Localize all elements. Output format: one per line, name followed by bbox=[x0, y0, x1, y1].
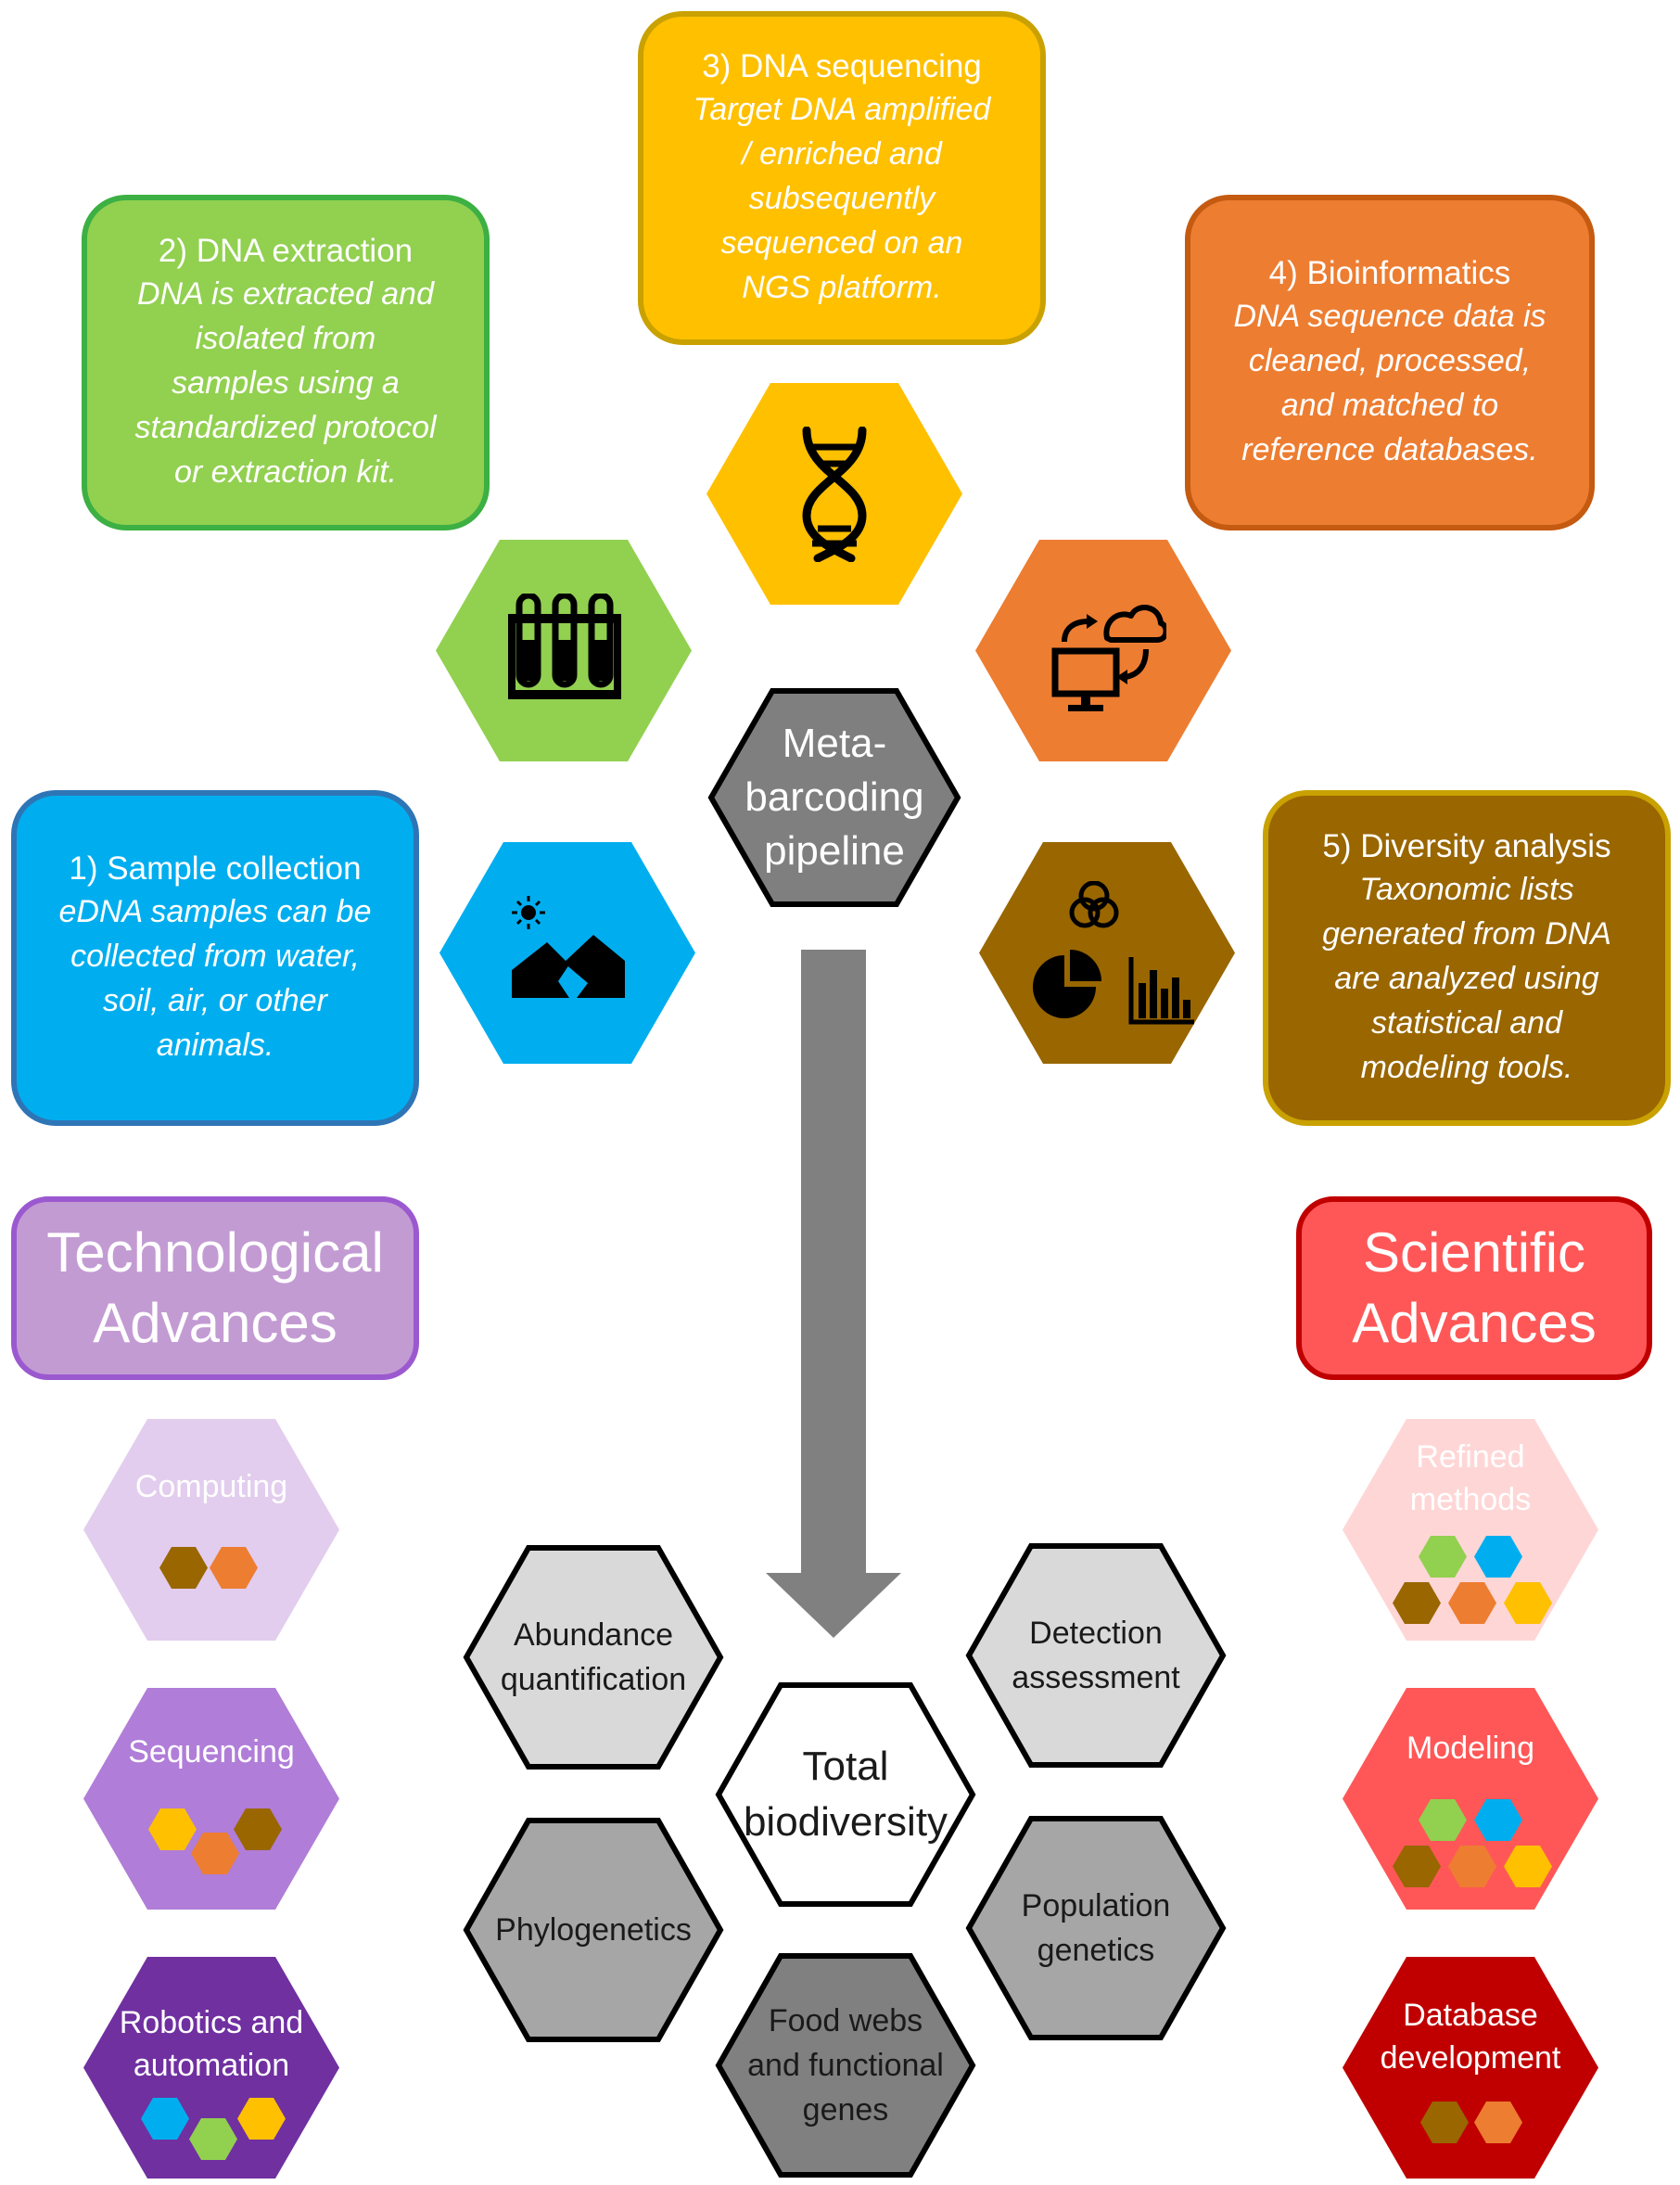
computer-cloud-sync-icon bbox=[1051, 605, 1166, 711]
mini-hex-brown bbox=[159, 1547, 208, 1589]
mini-hex-orange bbox=[191, 1833, 239, 1874]
step-5-title: 5) Diversity analysis bbox=[1322, 828, 1611, 864]
technological-advances-header: Technological Advances bbox=[11, 1196, 419, 1380]
charts-venn-icon bbox=[1033, 881, 1194, 1025]
landscape-sun-icon bbox=[512, 896, 625, 998]
tech-hex-computing bbox=[83, 1419, 339, 1641]
pipeline-center-hex bbox=[707, 688, 961, 907]
dna-helix-icon bbox=[802, 427, 867, 562]
step-3-title: 3) DNA sequencing bbox=[702, 48, 982, 84]
step-3-box: 3) DNA sequencing Target DNA amplified/ … bbox=[638, 11, 1046, 345]
step-4-title: 4) Bioinformatics bbox=[1268, 255, 1511, 291]
step-2-title: 2) DNA extraction bbox=[158, 233, 414, 269]
step-1-box: 1) Sample collection eDNA samples can be… bbox=[11, 790, 419, 1126]
step-1-title: 1) Sample collection bbox=[69, 850, 362, 887]
outcome-hex-abundance bbox=[463, 1545, 724, 1770]
mini-hex-green bbox=[189, 2118, 237, 2160]
outcome-hex-phylogenetics bbox=[463, 1818, 724, 2042]
scientific-advances-header: Scientific Advances bbox=[1296, 1196, 1652, 1380]
tech-label-sequencing: Sequencing bbox=[128, 1734, 295, 1770]
outcome-hex-food-webs bbox=[715, 1953, 976, 2178]
mini-hex-blue bbox=[141, 2098, 189, 2140]
outcome-label-phylogenetics: Phylogenetics bbox=[495, 1912, 692, 1948]
outcome-hex-population-genetics bbox=[965, 1816, 1227, 2040]
tech-label-computing: Computing bbox=[134, 1469, 288, 1504]
mini-hex-yellow bbox=[148, 1808, 197, 1850]
sci-label-modeling: Modeling bbox=[1406, 1731, 1534, 1766]
sci-label-refined-methods: Refined methods bbox=[1409, 1439, 1532, 1517]
sci-label-database: Database development bbox=[1380, 1998, 1561, 2076]
down-arrow bbox=[766, 950, 901, 1638]
pipeline-center-label: Meta- barcoding pipeline bbox=[745, 721, 924, 874]
outcome-hex-detection bbox=[965, 1543, 1227, 1768]
outcome-hex-total-biodiversity bbox=[715, 1682, 976, 1907]
tech-label-robotics: Robotics and automation bbox=[119, 2005, 304, 2083]
tech-hex-sequencing bbox=[83, 1688, 339, 1910]
step-3-desc: Target DNA amplified/ enriched and subse… bbox=[693, 92, 991, 305]
test-tubes-icon bbox=[508, 594, 621, 699]
